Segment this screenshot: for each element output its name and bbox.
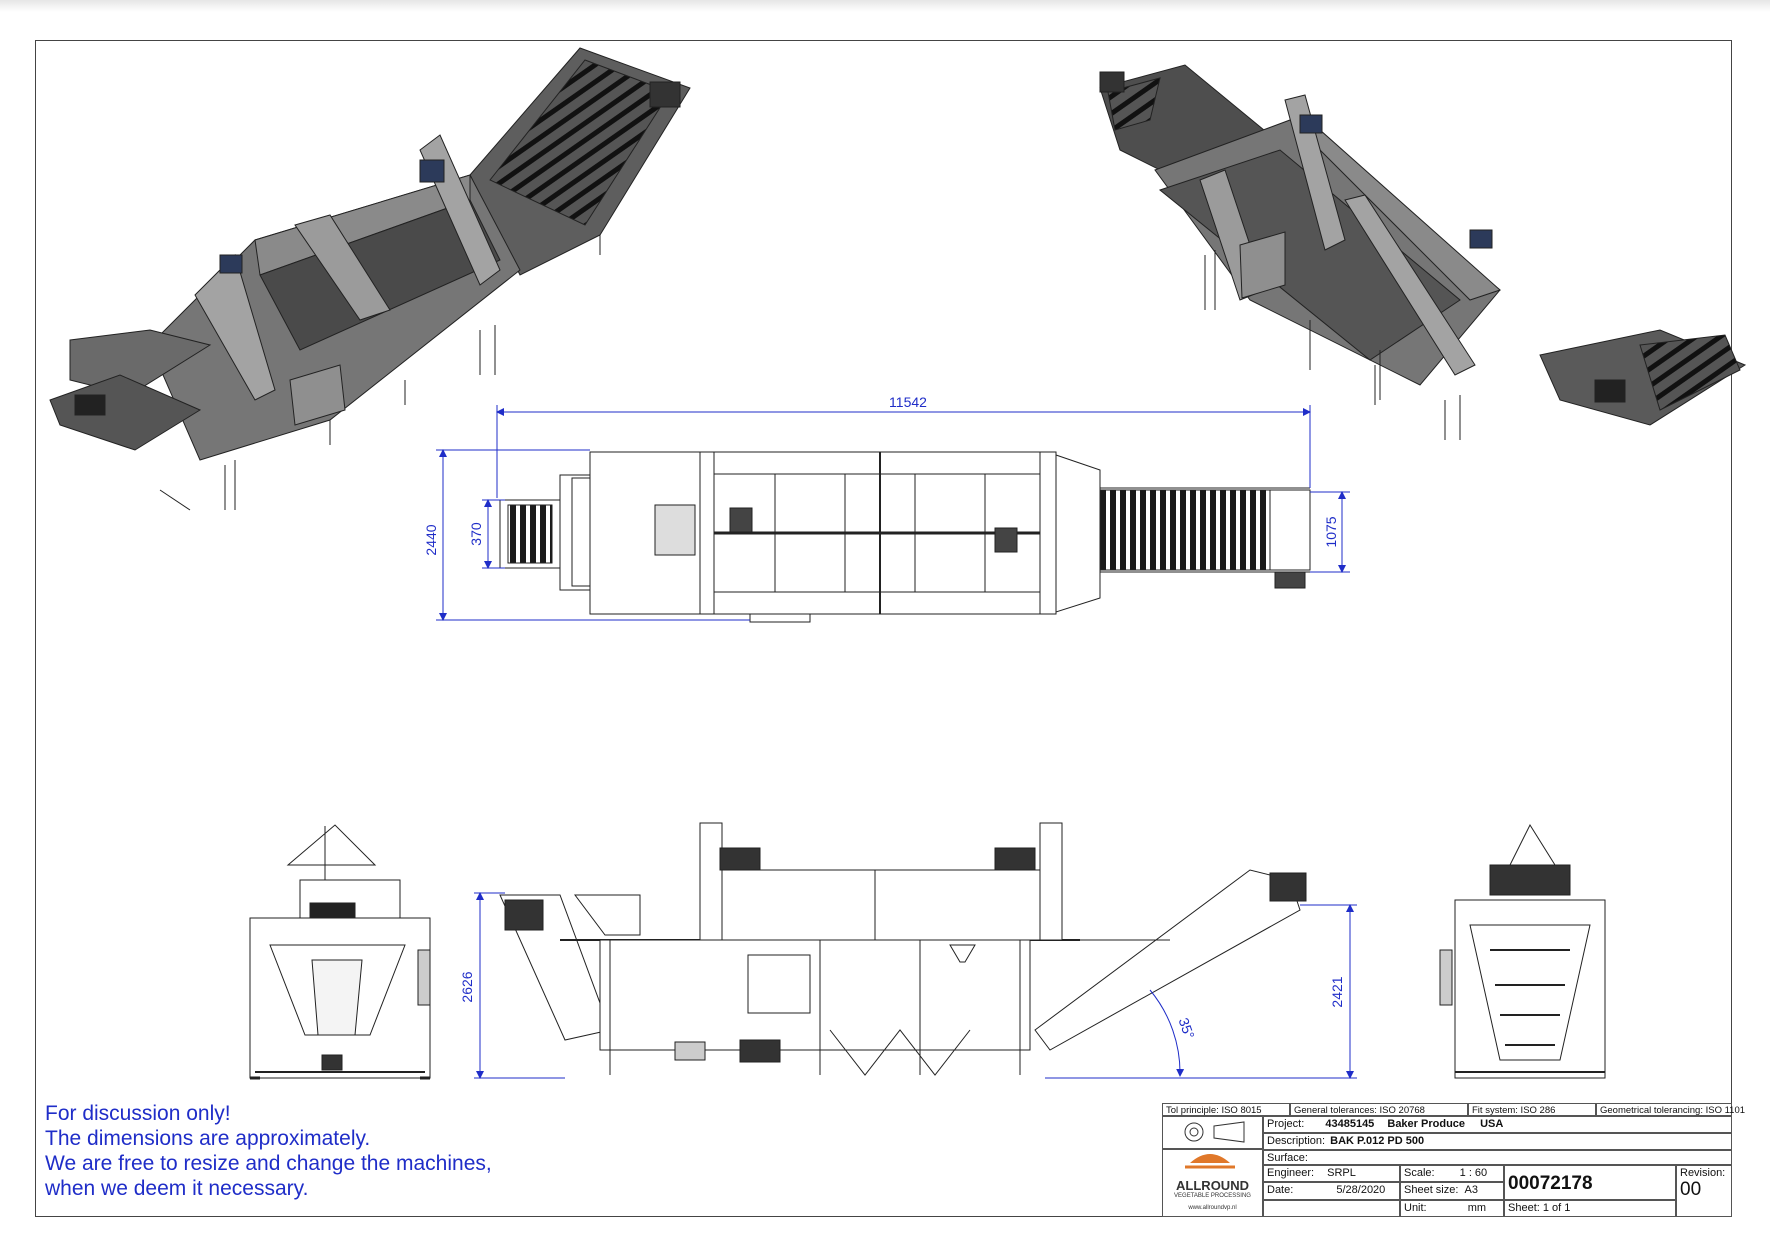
project-row: Project: 43485145 Baker Produce USA	[1263, 1116, 1732, 1133]
description-row: Description: BAK P.012 PD 500	[1263, 1133, 1732, 1150]
surface-label: Surface:	[1267, 1152, 1308, 1164]
revision-cell: Revision: 00	[1676, 1165, 1732, 1217]
plan-view	[499, 451, 1311, 623]
isometric-view-left	[49, 47, 691, 511]
date-label: Date:	[1267, 1184, 1294, 1196]
engineer-label: Engineer:	[1267, 1167, 1315, 1179]
drawing-number: 00072178	[1508, 1173, 1593, 1194]
unit-label: Unit:	[1404, 1202, 1427, 1214]
logo-cell: ALLROUND VEGETABLE PROCESSING www.allrou…	[1162, 1149, 1263, 1217]
note-line-1: For discussion only!	[45, 1102, 231, 1125]
end-view-left	[249, 824, 431, 1080]
sheet-count-row: Sheet: 1 of 1	[1504, 1200, 1676, 1217]
dim-overall-length: 11542	[889, 394, 927, 410]
dim-outfeed-angle: 35°	[1176, 1016, 1198, 1041]
side-view	[499, 822, 1307, 1076]
engineer-value: SRPL	[1327, 1167, 1356, 1179]
dim-outfeed-height: 2421	[1329, 976, 1345, 1007]
isometric-view-right	[1099, 64, 1747, 440]
company-logo	[1185, 1154, 1235, 1169]
company-url: www.allroundvp.nl	[1188, 1205, 1237, 1211]
dim-overall-width: 2440	[423, 524, 439, 555]
description-value: BAK P.012 PD 500	[1330, 1135, 1425, 1147]
dim-outfeed-width: 1075	[1323, 516, 1339, 547]
unit-value: mm	[1467, 1202, 1487, 1214]
sheet-size-value: A3	[1464, 1184, 1478, 1196]
date-value: 5/28/2020	[1336, 1184, 1386, 1196]
project-country: USA	[1480, 1118, 1504, 1130]
note-line-3: We are free to resize and change the mac…	[45, 1152, 492, 1175]
revision-label: Revision:	[1680, 1167, 1726, 1179]
project-label: Project:	[1267, 1118, 1305, 1130]
dim-infeed-width: 370	[468, 522, 484, 546]
side-dimensions	[474, 892, 1357, 1079]
fit-system: Fit system: ISO 286	[1468, 1103, 1596, 1116]
note-line-2: The dimensions are approximately.	[45, 1127, 371, 1150]
sheet-size-label: Sheet size:	[1404, 1184, 1459, 1196]
company-tagline: VEGETABLE PROCESSING	[1174, 1193, 1251, 1199]
dim-infeed-height: 2626	[459, 971, 475, 1002]
projection-icon	[1184, 1121, 1245, 1143]
drawing-number-cell: 00072178	[1504, 1165, 1676, 1200]
drawing-frame	[35, 40, 1732, 1217]
sheet-count: Sheet: 1 of 1	[1508, 1202, 1571, 1214]
company-name: ALLROUND	[1176, 1178, 1249, 1193]
note-line-4: when we deem it necessary.	[45, 1177, 309, 1200]
scale-value: 1 : 60	[1459, 1167, 1488, 1179]
surface-row: Surface:	[1263, 1150, 1732, 1165]
projection-symbol	[1162, 1116, 1263, 1149]
scale-label: Scale:	[1404, 1167, 1435, 1179]
engineer-row: Engineer: SRPL	[1263, 1165, 1400, 1182]
revision-value: 00	[1680, 1179, 1702, 1200]
end-view-right	[1439, 823, 1606, 1079]
title-block: Tol principle: ISO 8015 General toleranc…	[1162, 1103, 1745, 1217]
scale-row: Scale: 1 : 60	[1400, 1165, 1504, 1182]
sheet-size-row: Sheet size: A3	[1400, 1182, 1504, 1200]
date-row: Date: 5/28/2020	[1263, 1182, 1400, 1200]
general-tolerances: General tolerances: ISO 20768	[1290, 1103, 1468, 1116]
tol-principle: Tol principle: ISO 8015	[1162, 1103, 1290, 1116]
description-label: Description:	[1267, 1135, 1326, 1147]
project-number: 43485145	[1325, 1118, 1375, 1130]
geometrical-tolerancing: Geometrical tolerancing: ISO 1101	[1596, 1103, 1745, 1116]
blank-row	[1263, 1200, 1400, 1217]
plan-dimensions	[436, 405, 1350, 621]
unit-row: Unit: mm	[1400, 1200, 1504, 1217]
project-name: Baker Produce	[1387, 1118, 1466, 1130]
window-top-edge	[0, 0, 1770, 12]
